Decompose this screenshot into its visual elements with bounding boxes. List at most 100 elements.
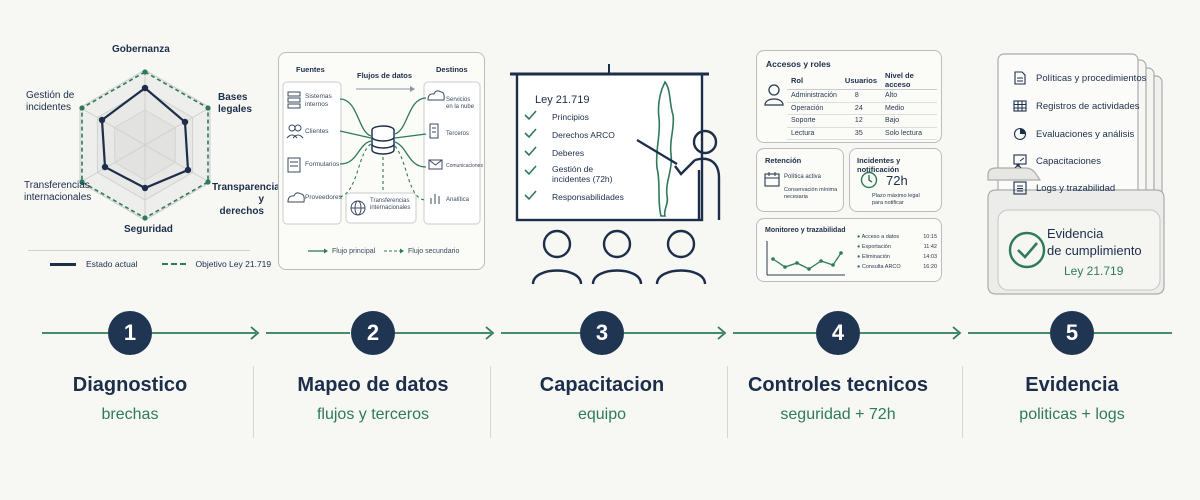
dataflow-col-sources: Fuentes [296, 65, 325, 74]
source-clients: Clientes [305, 128, 329, 135]
monitoring-card: Monitoreo y trazabilidad ● Acceso a dato… [756, 218, 942, 282]
step-3-number: 3 [580, 311, 624, 355]
presenter-icon [674, 129, 721, 220]
clock-icon [860, 171, 878, 189]
incidents-card: Incidentes y notificación 72h Plazo máxi… [849, 148, 942, 212]
step-2-sub: flujos y terceros [316, 406, 430, 423]
monitoring-title: Monitoreo y trazabilidad [765, 227, 846, 234]
chile-map-icon [655, 80, 675, 217]
user-icon [764, 84, 784, 106]
retention-card: Retención Política activa Conservación m… [756, 148, 844, 212]
evidence-folder [987, 53, 1165, 295]
access-header-level: Nivel de acceso [881, 71, 937, 90]
evidence-item-records: Registros de actividades [1013, 99, 1140, 113]
step-2-number: 2 [351, 311, 395, 355]
database-icon [371, 125, 395, 155]
timeline [42, 326, 1172, 340]
dataflow-diagram [282, 81, 481, 254]
access-table: Rol Usuarios Nivel de acceso Administrac… [787, 71, 937, 140]
evidence-item-trainings: Capacitaciones [1013, 154, 1101, 168]
retention-policy: Política activa [784, 174, 822, 180]
legend-current-label: Estado actual [86, 259, 138, 269]
incidents-value: 72h [886, 173, 908, 188]
access-title: Accesos y roles [766, 59, 831, 69]
source-forms: Formularios [305, 161, 340, 168]
legend-current-swatch [50, 262, 76, 266]
incidents-title: Incidentes y notificación [857, 156, 901, 174]
legend-target-swatch [161, 263, 186, 265]
step-4-title: Controles tecnicos [747, 374, 929, 396]
radar-chart [79, 69, 211, 221]
pie-chart-icon [1013, 127, 1027, 141]
evidence-item-logs: Logs y trazabilidad [1013, 181, 1115, 195]
step-5-number: 5 [1050, 311, 1094, 355]
training-item-principles: Principios [552, 112, 589, 122]
step-divider [490, 366, 491, 438]
dest-third-parties: Terceros [446, 131, 470, 137]
list-icon [1013, 181, 1027, 195]
evidence-badge-sub: Ley 21.719 [1064, 264, 1124, 278]
radar-legend: Estado actual Objetivo Ley 21.719 [50, 259, 271, 269]
table-icon [1013, 100, 1027, 112]
training-item-responsibilities: Responsabilidades [552, 192, 624, 202]
dest-analytics: Analítica [446, 197, 470, 203]
step-3-sub: equipo [577, 406, 627, 423]
step-5-sub: politicas + logs [1019, 406, 1125, 423]
access-header-role: Rol [787, 71, 841, 90]
activity-chart [766, 241, 845, 276]
document-icon [1014, 71, 1026, 85]
step-3-title: Capacitacion [539, 374, 665, 396]
legend-target-label: Objetivo Ley 21.719 [195, 259, 272, 269]
step-1-sub: brechas [101, 406, 159, 423]
step-1-title: Diagnostico [72, 374, 188, 396]
source-providers: Proveedores [305, 194, 342, 201]
dataflow-col-flows: Flujos de datos [357, 71, 413, 80]
step-1-number: 1 [108, 311, 152, 355]
access-header-users: Usuarios [840, 71, 882, 90]
step-4-number: 4 [816, 311, 860, 355]
step-5-title: Evidencia [1025, 374, 1119, 396]
radar-label-security: Seguridad [124, 224, 173, 235]
legend-primary-flow: Flujo principal [332, 248, 376, 255]
training-illustration [510, 64, 721, 285]
dest-communications: Comunicaciones [446, 163, 483, 169]
step-divider [253, 366, 254, 438]
legend-secondary-flow: Flujo secundario [408, 248, 460, 255]
step-4-sub: seguridad + 72h [780, 406, 896, 423]
calendar-icon [764, 172, 780, 187]
dataflow-col-dest: Destinos [436, 65, 468, 74]
radar-label-governance: Gobernanza [112, 44, 170, 55]
step-divider [727, 366, 728, 438]
evidence-item-policies: Políticas y procedimientos [1013, 71, 1146, 85]
training-item-duties: Deberes [552, 148, 585, 158]
evidence-item-evaluations: Evaluaciones y análisis [1013, 127, 1134, 141]
retention-title: Retención [765, 156, 802, 165]
step-divider [962, 366, 963, 438]
presentation-icon [1013, 154, 1027, 168]
training-title: Ley 21.719 [535, 94, 590, 106]
audience-icon [531, 229, 707, 285]
access-card: Accesos y roles Rol Usuarios Nivel de ac… [756, 50, 942, 143]
training-item-arco: Derechos ARCO [552, 130, 615, 140]
training-item-incidents: Gestión de incidentes (72h) [552, 164, 613, 184]
step-2-title: Mapeo de datos [297, 374, 449, 396]
